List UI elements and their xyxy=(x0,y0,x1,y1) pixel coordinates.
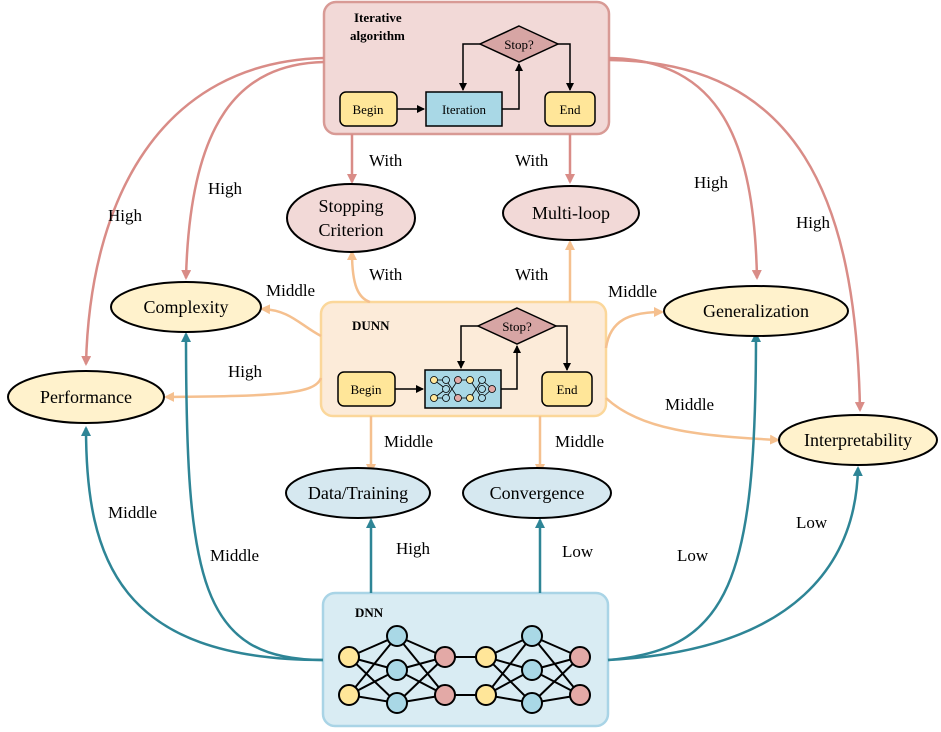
node-generalization: Generalization xyxy=(663,285,849,337)
label-dunn-interpretability: Middle xyxy=(665,395,714,414)
node-performance-label: Performance xyxy=(40,387,132,407)
iterative-iteration-label: Iteration xyxy=(442,102,487,117)
dnn-network-graphic xyxy=(338,625,591,714)
dunn-box: DUNN Begin Stop? xyxy=(319,300,608,418)
dnn-title: DNN xyxy=(355,605,384,620)
label-dunn-stopping: With xyxy=(369,265,403,284)
dnn-box: DNN xyxy=(321,591,610,728)
label-dunn-generalization: Middle xyxy=(608,282,657,301)
node-data-training-label: Data/Training xyxy=(308,483,408,503)
dunn-arrows xyxy=(164,240,780,474)
label-iter-generalization: High xyxy=(694,173,729,192)
arrow-dnn-performance xyxy=(81,426,324,662)
dunn-title: DUNN xyxy=(352,318,390,333)
dunn-end-block xyxy=(541,371,593,407)
iterative-title-line1: Iterative xyxy=(354,10,402,25)
arrow-dnn-complexity xyxy=(181,332,324,662)
arrow-dunn-generalization xyxy=(604,307,664,349)
node-convergence-label: Convergence xyxy=(490,483,585,503)
iterative-arrows xyxy=(81,56,865,412)
node-stopping-line1: Stopping xyxy=(318,196,383,216)
label-iter-complexity: High xyxy=(208,179,243,198)
edge-labels: With With High High High High With With … xyxy=(108,151,831,565)
label-iter-multiloop: With xyxy=(515,151,549,170)
label-dunn-complexity: Middle xyxy=(266,281,315,300)
node-data-training: Data/Training xyxy=(285,467,431,519)
dnn-arrows xyxy=(81,332,863,662)
label-dunn-convergence: Middle xyxy=(555,432,604,451)
dunn-network-block xyxy=(424,369,502,409)
arrow-dunn-interpretability xyxy=(605,397,780,445)
label-dnn-complexity: Middle xyxy=(210,546,259,565)
iterative-stop-diamond xyxy=(478,25,560,63)
node-convergence: Convergence xyxy=(462,467,612,519)
iterative-algorithm-box: Iterative algorithm Begin Iteration Stop… xyxy=(322,0,611,136)
label-dnn-interpretability: Low xyxy=(796,513,828,532)
arrow-iter-interpretability xyxy=(608,58,865,412)
node-interpretability: Interpretability xyxy=(778,414,938,466)
dunn-stop-diamond xyxy=(476,307,558,345)
label-dnn-convergence: Low xyxy=(562,542,594,561)
arrow-dnn-generalization xyxy=(607,332,761,662)
node-interpretability-label: Interpretability xyxy=(804,430,912,450)
arrow-dunn-stopping xyxy=(347,250,371,304)
dunn-stop-label: Stop? xyxy=(502,319,532,334)
node-generalization-label: Generalization xyxy=(703,301,809,321)
iterative-end-label: End xyxy=(560,102,581,117)
arrow-iter-complexity xyxy=(181,60,325,280)
arrow-dunn-complexity xyxy=(260,304,322,338)
label-dunn-performance: High xyxy=(228,362,263,381)
label-dnn-generalization: Low xyxy=(677,546,709,565)
node-multiloop-label: Multi-loop xyxy=(532,203,610,223)
label-dunn-multiloop: With xyxy=(515,265,549,284)
node-multi-loop: Multi-loop xyxy=(502,185,640,241)
label-iter-interpretability: High xyxy=(796,213,831,232)
iterative-iteration-block xyxy=(425,91,503,127)
label-dnn-data: High xyxy=(396,539,431,558)
arrow-dunn-performance xyxy=(164,377,323,402)
arrow-dnn-interpretability xyxy=(607,466,863,662)
label-dunn-data: Middle xyxy=(384,432,433,451)
dunn-end-label: End xyxy=(557,382,578,397)
label-iter-stopping: With xyxy=(369,151,403,170)
node-complexity-label: Complexity xyxy=(144,297,229,317)
node-performance: Performance xyxy=(7,370,165,424)
node-stopping-criterion: Stopping Criterion xyxy=(286,183,416,253)
iterative-stop-label: Stop? xyxy=(504,37,534,52)
label-dnn-performance: Middle xyxy=(108,503,157,522)
arrow-iter-performance xyxy=(81,56,325,366)
node-stopping-line2: Criterion xyxy=(319,220,384,240)
label-iter-performance: High xyxy=(108,206,143,225)
iterative-begin-label: Begin xyxy=(352,102,384,117)
iterative-end-block xyxy=(544,91,596,127)
dunn-begin-label: Begin xyxy=(350,382,382,397)
node-complexity: Complexity xyxy=(110,281,262,333)
iterative-title-line2: algorithm xyxy=(350,28,405,43)
